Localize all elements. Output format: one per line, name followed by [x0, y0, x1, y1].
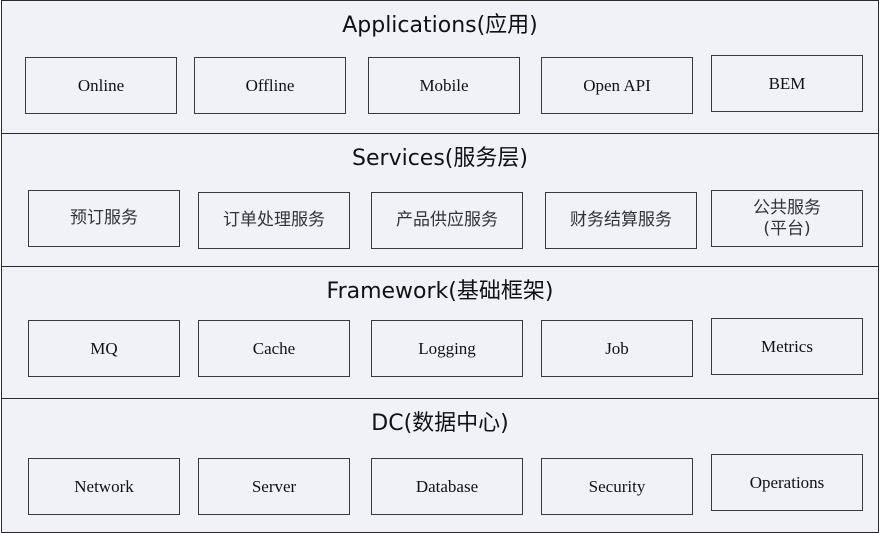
- box-label: Offline: [245, 76, 295, 95]
- layer-title: Services(服务层): [352, 146, 528, 171]
- service-finance-box: 财务结算服务: [545, 192, 697, 249]
- dc-database-box: Database: [371, 458, 523, 515]
- dc-operations-box: Operations: [711, 454, 863, 511]
- framework-job-box: Job: [541, 320, 693, 377]
- app-open-api-box: Open API: [541, 57, 693, 114]
- layer-title: Framework(基础框架): [326, 279, 554, 304]
- box-label: Online: [77, 76, 125, 95]
- framework-logging-box: Logging: [371, 320, 523, 377]
- layer-framework: Framework(基础框架) MQ Cache Logging Job Met…: [1, 266, 879, 399]
- box-label: Database: [415, 477, 479, 496]
- service-public-box: 公共服务 (平台): [711, 190, 863, 247]
- app-offline-box: Offline: [194, 57, 346, 114]
- box-label: Logging: [418, 339, 476, 358]
- service-booking-box: 预订服务: [28, 190, 180, 247]
- layer-dc: DC(数据中心) Network Server Database Securit…: [1, 398, 879, 533]
- dc-network-box: Network: [28, 458, 180, 515]
- box-label: Open API: [583, 76, 651, 95]
- box-label: Operations: [749, 473, 825, 492]
- box-label: 公共服务 (平台): [753, 197, 821, 239]
- app-mobile-box: Mobile: [368, 57, 520, 114]
- box-label: 产品供应服务: [396, 210, 498, 230]
- layer-applications: Applications(应用) Online Offline Mobile O…: [1, 0, 879, 134]
- layer-title: DC(数据中心): [371, 411, 509, 436]
- app-bem-box: BEM: [711, 55, 863, 112]
- box-label: Mobile: [419, 76, 469, 95]
- box-label: 财务结算服务: [570, 210, 672, 230]
- framework-mq-box: MQ: [28, 320, 180, 377]
- box-label: Network: [74, 477, 134, 496]
- box-label: 订单处理服务: [223, 210, 325, 230]
- box-label: Security: [588, 477, 646, 496]
- box-label: 预订服务: [70, 208, 138, 228]
- framework-metrics-box: Metrics: [711, 318, 863, 375]
- framework-cache-box: Cache: [198, 320, 350, 377]
- box-label: BEM: [768, 74, 806, 93]
- dc-security-box: Security: [541, 458, 693, 515]
- box-label: Job: [605, 339, 629, 358]
- service-order-box: 订单处理服务: [198, 192, 350, 249]
- layer-services: Services(服务层) 预订服务 订单处理服务 产品供应服务 财务结算服务 …: [1, 133, 879, 267]
- box-label: Metrics: [761, 337, 813, 356]
- layer-title: Applications(应用): [342, 13, 538, 38]
- app-online-box: Online: [25, 57, 177, 114]
- box-label: Cache: [252, 339, 296, 358]
- dc-server-box: Server: [198, 458, 350, 515]
- service-supply-box: 产品供应服务: [371, 192, 523, 249]
- box-label: MQ: [90, 339, 118, 358]
- box-label: Server: [251, 477, 297, 496]
